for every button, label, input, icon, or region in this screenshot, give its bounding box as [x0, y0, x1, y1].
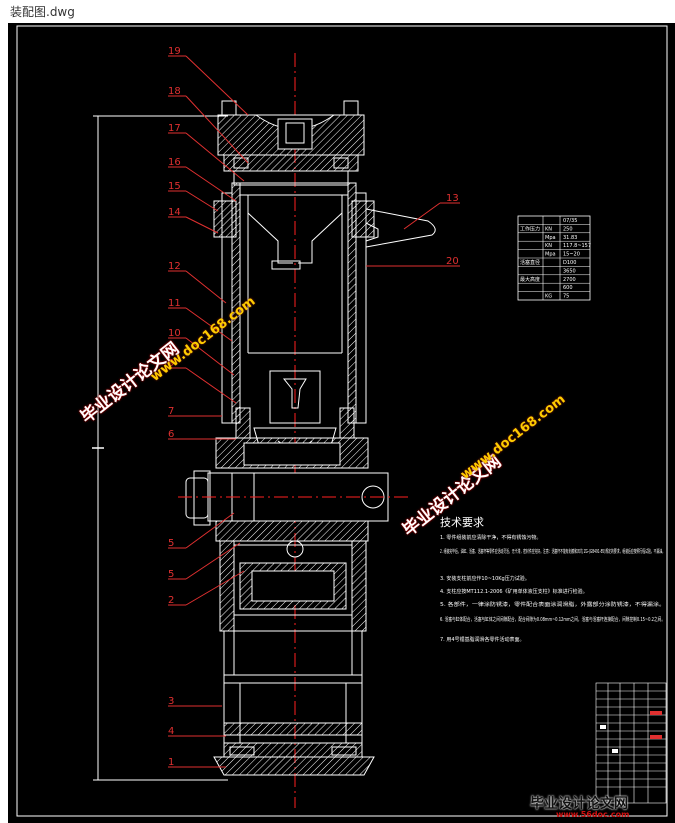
tech-item: 6. 活塞与缸体配合，活塞与缸体之间间隙配合，配合间隙为0.08mm~0.12m…	[440, 616, 665, 623]
watermark: 毕业设计论文网	[530, 796, 628, 812]
spec-unit: KN	[545, 243, 552, 249]
handle-13	[365, 208, 436, 248]
spec-value: 117.8~157	[563, 243, 591, 249]
spec-label: 最大高度	[520, 276, 540, 283]
part-label: 12	[168, 261, 181, 272]
tech-item: 7. 用4号锂基脂润滑各零件活动表面。	[440, 636, 525, 643]
spec-unit: KN	[545, 226, 552, 232]
upper-cylinder	[213, 182, 375, 464]
part-label: 15	[168, 181, 181, 192]
spec-value: 250	[563, 226, 573, 232]
window-titlebar: 装配图.dwg	[0, 0, 675, 22]
tech-item: 1. 零件组装前应清除干净，不得有锈蚀污物。	[440, 534, 541, 541]
spec-label: 活塞直径	[520, 259, 540, 266]
part-label: 14	[168, 207, 181, 218]
tech-item: 3. 安装支柱前应作10~10Kg压力试验。	[440, 575, 530, 582]
watermark: www.56doc.com	[556, 810, 630, 819]
part-label: 4	[168, 726, 174, 737]
title-block	[595, 682, 667, 804]
spec-value: 600	[563, 285, 573, 291]
part-label: 20	[446, 256, 459, 267]
spec-value: 07/35	[563, 218, 577, 224]
part-label: 5	[168, 569, 174, 580]
spec-unit: KG	[545, 294, 552, 300]
spec-value: 75	[563, 294, 569, 300]
part-label: 2	[168, 595, 174, 606]
tech-title: 技术要求	[440, 516, 484, 529]
part-label: 7	[168, 406, 174, 417]
part-label: 18	[168, 86, 181, 97]
spec-value: 31.83	[563, 235, 577, 241]
lower-cylinder	[213, 540, 375, 776]
spec-label: 工作压力	[520, 225, 540, 232]
part-label: 9	[168, 358, 174, 369]
tech-item: 4. 支柱应按MT112.1-2006《矿用单体液压支柱》标准进行检验。	[440, 588, 588, 595]
tech-item: 5. 各部件，一律涂防锈漆，零件配合表面涂润滑脂，外露部分涂防锈漆，不得漏涂。	[440, 601, 665, 608]
spec-value: 2700	[563, 277, 576, 283]
part-label: 5	[168, 538, 174, 549]
part-label: 10	[168, 328, 181, 339]
assembly-drawing: 19 18 17 16 15 14 12 11 10 9 7 6 5 5 2 3…	[16, 25, 668, 817]
part-label: 17	[168, 123, 181, 134]
spec-table: 07/35 工作压力 KN 250 Mpa 31.83 KN 117.8~157…	[517, 215, 591, 301]
tech-requirements: 技术要求 1. 零件组装前应清除干净，不得有锈蚀污物。 2. 组装完毕后，油缸、…	[440, 516, 665, 643]
spec-value: 15~20	[563, 252, 580, 258]
part-label: 16	[168, 157, 181, 168]
part-label: 3	[168, 696, 174, 707]
part-label: 6	[168, 429, 174, 440]
part-label: 19	[168, 46, 181, 57]
cad-drawing-canvas[interactable]: 19 18 17 16 15 14 12 11 10 9 7 6 5 5 2 3…	[8, 23, 675, 823]
lower-body	[178, 437, 408, 542]
spec-unit: Mpa	[545, 252, 556, 258]
spec-unit: Mpa	[545, 235, 556, 241]
spec-value: 3650	[563, 268, 576, 274]
height-dimension	[92, 115, 228, 781]
part-label: 13	[446, 193, 459, 204]
spec-value: D100	[563, 260, 576, 266]
window-title: 装配图.dwg	[10, 5, 75, 19]
part-labels: 19 18 17 16 15 14 12 11 10 9 7 6 5 5 2 3…	[168, 46, 459, 768]
leader-lines	[168, 55, 460, 768]
part-label: 1	[168, 757, 174, 768]
top-head	[217, 100, 365, 186]
tech-item: 2. 组装完毕后，油缸、活塞、活塞杆等零件应活动灵活，无卡滞，密封件应完好。注意…	[440, 548, 665, 555]
part-label: 11	[168, 298, 181, 309]
